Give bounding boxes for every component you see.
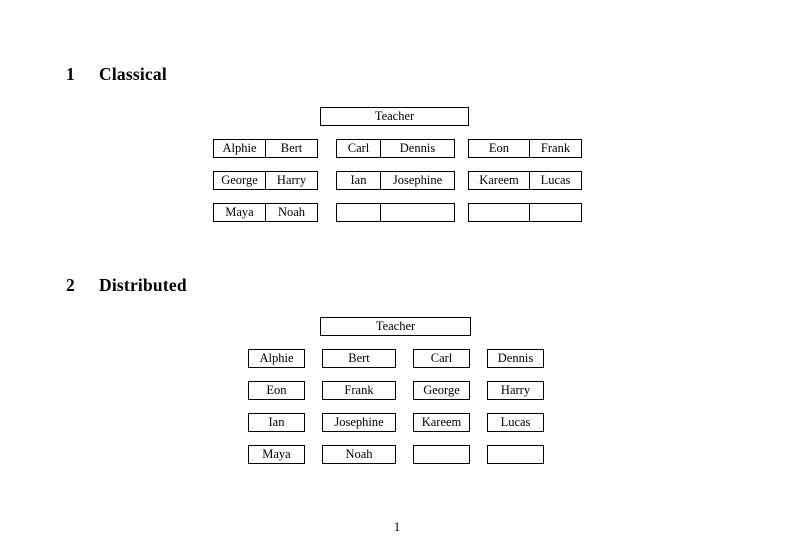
student-cell: Carl (336, 139, 381, 158)
student-cell: Harry (265, 171, 318, 190)
student-cell: Dennis (487, 349, 544, 368)
student-cell: George (213, 171, 266, 190)
section-heading-distributed: 2 Distributed (66, 275, 187, 296)
student-cell: Harry (487, 381, 544, 400)
table-row: Ian Josephine (336, 171, 455, 190)
table-row (468, 203, 582, 222)
table-row: Kareem Lucas (468, 171, 582, 190)
student-cell: Kareem (413, 413, 470, 432)
student-cell: Eon (468, 139, 530, 158)
section-title: Classical (99, 64, 167, 84)
student-cell: Bert (265, 139, 318, 158)
student-cell-empty (468, 203, 530, 222)
student-cell: Eon (248, 381, 305, 400)
classical-teacher-box: Teacher (320, 107, 469, 126)
student-cell-empty (487, 445, 544, 464)
student-cell: Bert (322, 349, 396, 368)
student-cell: Dennis (380, 139, 455, 158)
student-cell: Frank (529, 139, 582, 158)
table-row: Alphie Bert Carl Dennis (248, 349, 544, 368)
classical-group-2: Carl Dennis Ian Josephine (336, 139, 455, 222)
student-cell: Carl (413, 349, 470, 368)
table-row: Eon Frank (468, 139, 582, 158)
student-cell: Alphie (248, 349, 305, 368)
section-number: 1 (66, 64, 75, 84)
classical-group-1: Alphie Bert George Harry Maya Noah (213, 139, 318, 222)
table-row: George Harry (213, 171, 318, 190)
distributed-grid: Alphie Bert Carl Dennis Eon Frank George… (248, 349, 544, 464)
table-row: Maya Noah (213, 203, 318, 222)
student-cell-empty (336, 203, 381, 222)
table-row: Eon Frank George Harry (248, 381, 544, 400)
student-cell-empty (380, 203, 455, 222)
student-cell: Lucas (529, 171, 582, 190)
student-cell: Kareem (468, 171, 530, 190)
student-cell: Maya (248, 445, 305, 464)
student-cell-empty (413, 445, 470, 464)
table-row (336, 203, 455, 222)
classical-group-3: Eon Frank Kareem Lucas (468, 139, 582, 222)
page-number: 1 (393, 520, 401, 534)
table-row: Alphie Bert (213, 139, 318, 158)
table-row: Maya Noah (248, 445, 544, 464)
student-cell: Ian (248, 413, 305, 432)
section-title: Distributed (99, 275, 187, 295)
table-row: Carl Dennis (336, 139, 455, 158)
student-cell: Maya (213, 203, 266, 222)
student-cell: Josephine (380, 171, 455, 190)
section-number: 2 (66, 275, 75, 295)
student-cell: Frank (322, 381, 396, 400)
student-cell: Ian (336, 171, 381, 190)
section-heading-classical: 1 Classical (66, 64, 167, 85)
table-row: Ian Josephine Kareem Lucas (248, 413, 544, 432)
student-cell-empty (529, 203, 582, 222)
student-cell: George (413, 381, 470, 400)
student-cell: Noah (322, 445, 396, 464)
student-cell: Lucas (487, 413, 544, 432)
student-cell: Noah (265, 203, 318, 222)
student-cell: Alphie (213, 139, 266, 158)
student-cell: Josephine (322, 413, 396, 432)
distributed-teacher-box: Teacher (320, 317, 471, 336)
